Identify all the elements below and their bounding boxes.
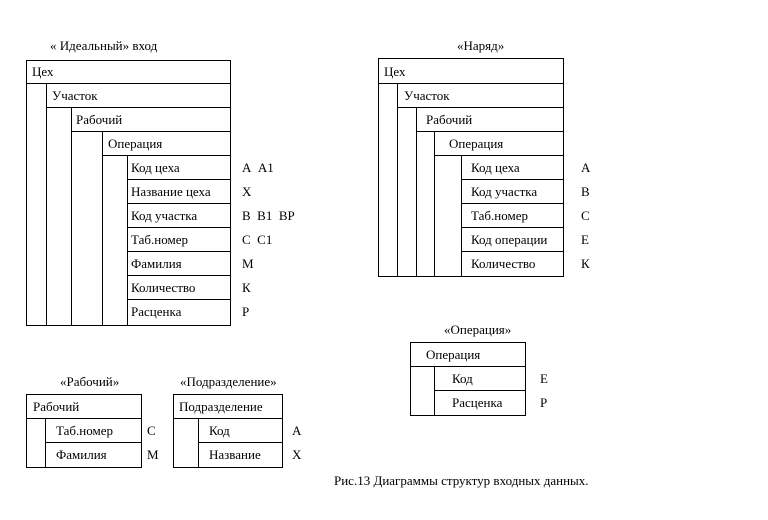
operation-field-label: Код <box>452 371 473 386</box>
worker-divider <box>26 418 142 419</box>
worker-divider <box>45 442 142 443</box>
worker-field-label: Фамилия <box>56 447 107 462</box>
ideal-field-code: В В1 ВР <box>242 208 295 223</box>
naryad-field-code: С <box>581 208 590 223</box>
naryad-field-label: Код цеха <box>471 160 520 175</box>
naryad-divider <box>461 155 462 277</box>
ideal-divider <box>127 227 231 228</box>
worker-title: «Рабочий» <box>60 374 120 389</box>
operation-title: «Операция» <box>444 322 512 337</box>
naryad-divider <box>461 227 564 228</box>
operation-field-label: Расценка <box>452 395 503 410</box>
naryad-divider <box>461 179 564 180</box>
naryad-divider <box>461 251 564 252</box>
operation-field-code: Р <box>540 395 548 410</box>
division-title: «Подразделение» <box>180 374 277 389</box>
naryad-field-code: К <box>581 256 590 271</box>
worker-field-code: М <box>147 447 159 462</box>
operation-divider <box>434 390 526 391</box>
ideal-field-label: Расценка <box>131 304 182 319</box>
naryad-diagram <box>378 58 564 277</box>
naryad-divider <box>416 107 417 277</box>
ideal-divider <box>127 275 231 276</box>
ideal-title: « Идеальный» вход <box>50 38 158 53</box>
worker-diagram <box>26 394 142 468</box>
worker-field-label: Таб.номер <box>56 423 113 438</box>
division-divider <box>198 418 199 468</box>
ideal-field-label: Код участка <box>131 208 198 223</box>
division-diagram <box>173 394 283 468</box>
naryad-divider <box>397 107 564 108</box>
ideal-divider <box>127 251 231 252</box>
worker-field-code: С <box>147 423 156 438</box>
operation-divider <box>410 366 526 367</box>
ideal-level-label: Цех <box>32 64 54 79</box>
naryad-level-label: Операция <box>449 136 504 151</box>
ideal-divider <box>127 179 231 180</box>
naryad-divider <box>397 83 398 277</box>
division-field-label: Название <box>209 447 261 462</box>
operation-divider <box>434 366 435 416</box>
ideal-divider <box>127 203 231 204</box>
ideal-field-code: Х <box>242 184 252 199</box>
ideal-diagram <box>26 60 231 326</box>
ideal-field-label: Фамилия <box>131 256 182 271</box>
ideal-divider <box>102 131 103 326</box>
ideal-level-label: Участок <box>52 88 98 103</box>
ideal-level-label: Операция <box>108 136 163 151</box>
naryad-divider <box>416 131 564 132</box>
ideal-field-label: Количество <box>131 280 196 295</box>
operation-field-code: Е <box>540 371 548 386</box>
ideal-divider <box>71 131 231 132</box>
ideal-field-code: М <box>242 256 254 271</box>
naryad-field-code: А <box>581 160 591 175</box>
naryad-divider <box>434 131 435 277</box>
ideal-divider <box>102 155 231 156</box>
naryad-field-code: Е <box>581 232 589 247</box>
ideal-divider <box>46 83 47 326</box>
naryad-title: «Наряд» <box>457 38 505 53</box>
worker-header: Рабочий <box>33 399 80 414</box>
ideal-field-label: Таб.номер <box>131 232 188 247</box>
ideal-field-code: Р <box>242 304 250 319</box>
ideal-divider <box>127 155 128 326</box>
naryad-field-label: Таб.номер <box>471 208 528 223</box>
ideal-field-label: Название цеха <box>131 184 211 199</box>
division-field-code: Х <box>292 447 302 462</box>
division-divider <box>173 418 283 419</box>
ideal-divider <box>127 299 231 300</box>
naryad-level-label: Участок <box>404 88 450 103</box>
naryad-level-label: Рабочий <box>426 112 473 127</box>
naryad-level-label: Цех <box>384 64 406 79</box>
naryad-field-label: Код операции <box>471 232 548 247</box>
operation-diagram <box>410 342 526 416</box>
naryad-divider <box>378 83 564 84</box>
division-field-label: Код <box>209 423 230 438</box>
ideal-divider <box>71 107 72 326</box>
ideal-field-label: Код цеха <box>131 160 180 175</box>
operation-header: Операция <box>426 347 481 362</box>
naryad-field-label: Код участка <box>471 184 538 199</box>
division-divider <box>198 442 283 443</box>
naryad-divider <box>461 203 564 204</box>
ideal-level-label: Рабочий <box>76 112 123 127</box>
ideal-field-code: К <box>242 280 251 295</box>
naryad-divider <box>434 155 564 156</box>
naryad-field-label: Количество <box>471 256 536 271</box>
worker-divider <box>45 418 46 468</box>
ideal-field-code: А А1 <box>242 160 274 175</box>
ideal-field-code: С С1 <box>242 232 273 247</box>
figure-caption: Рис.13 Диаграммы структур входных данных… <box>334 473 589 488</box>
ideal-divider <box>26 83 231 84</box>
division-field-code: А <box>292 423 302 438</box>
division-header: Подразделение <box>179 399 263 414</box>
naryad-field-code: В <box>581 184 590 199</box>
ideal-divider <box>46 107 231 108</box>
